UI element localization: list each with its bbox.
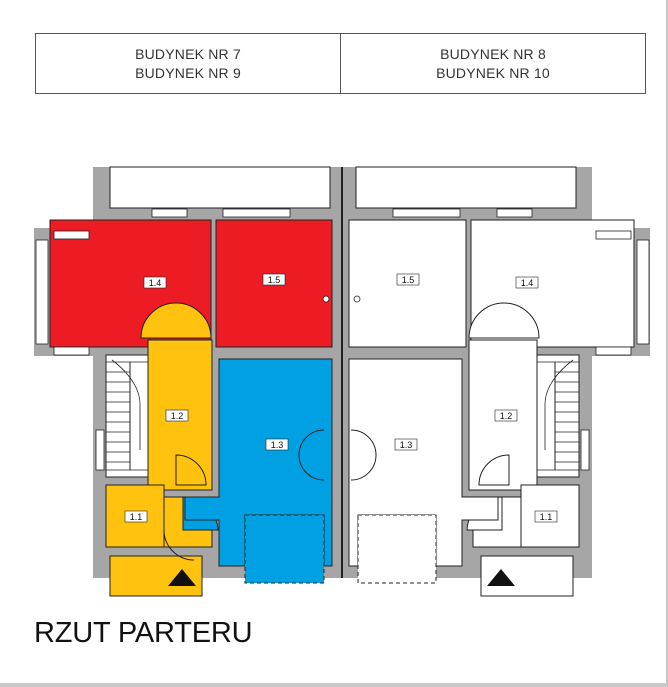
header-left-buildings: BUDYNEK NR 7 BUDYNEK NR 9 xyxy=(35,33,341,94)
windows-left xyxy=(35,208,291,471)
header-right-line2: BUDYNEK NR 10 xyxy=(436,64,550,81)
room-labels: 1.4 1.5 1.2 1.3 1.1 1.5 1.4 1.2 1.3 1.1 xyxy=(124,273,558,523)
room-1-3-right xyxy=(348,358,499,584)
label-left-1-1: 1.1 xyxy=(130,512,143,522)
fixture-right xyxy=(353,295,361,303)
room-1-1-right xyxy=(520,484,580,548)
stair-right xyxy=(536,354,580,478)
drawing-title: RZUT PARTERU xyxy=(34,617,253,649)
label-left-1-4: 1.4 xyxy=(149,278,162,288)
entrance-landing-right xyxy=(480,555,574,597)
label-left-1-3: 1.3 xyxy=(271,440,284,450)
label-right-1-1: 1.1 xyxy=(540,512,553,522)
header-right-line1: BUDYNEK NR 8 xyxy=(440,45,546,62)
stair-left xyxy=(105,354,149,478)
entrance-landing-left xyxy=(109,555,203,597)
header-left-line2: BUDYNEK NR 9 xyxy=(135,64,241,81)
label-left-1-5: 1.5 xyxy=(268,275,281,285)
frame-edge-right xyxy=(666,0,668,687)
label-right-1-3: 1.3 xyxy=(400,440,413,450)
header-left-line1: BUDYNEK NR 7 xyxy=(135,45,241,62)
fixture-left xyxy=(322,295,330,303)
label-right-1-2: 1.2 xyxy=(500,411,513,421)
frame-edge-bottom xyxy=(0,683,668,687)
header-right-buildings: BUDYNEK NR 8 BUDYNEK NR 10 xyxy=(340,33,646,94)
entrance-arrow-right xyxy=(487,569,515,586)
room-1-3-left xyxy=(184,358,333,584)
label-right-1-5: 1.5 xyxy=(402,275,415,285)
windows-right xyxy=(392,208,650,471)
label-left-1-2: 1.2 xyxy=(171,411,184,421)
label-right-1-4: 1.4 xyxy=(521,278,534,288)
entrance-arrow-left xyxy=(168,569,196,586)
